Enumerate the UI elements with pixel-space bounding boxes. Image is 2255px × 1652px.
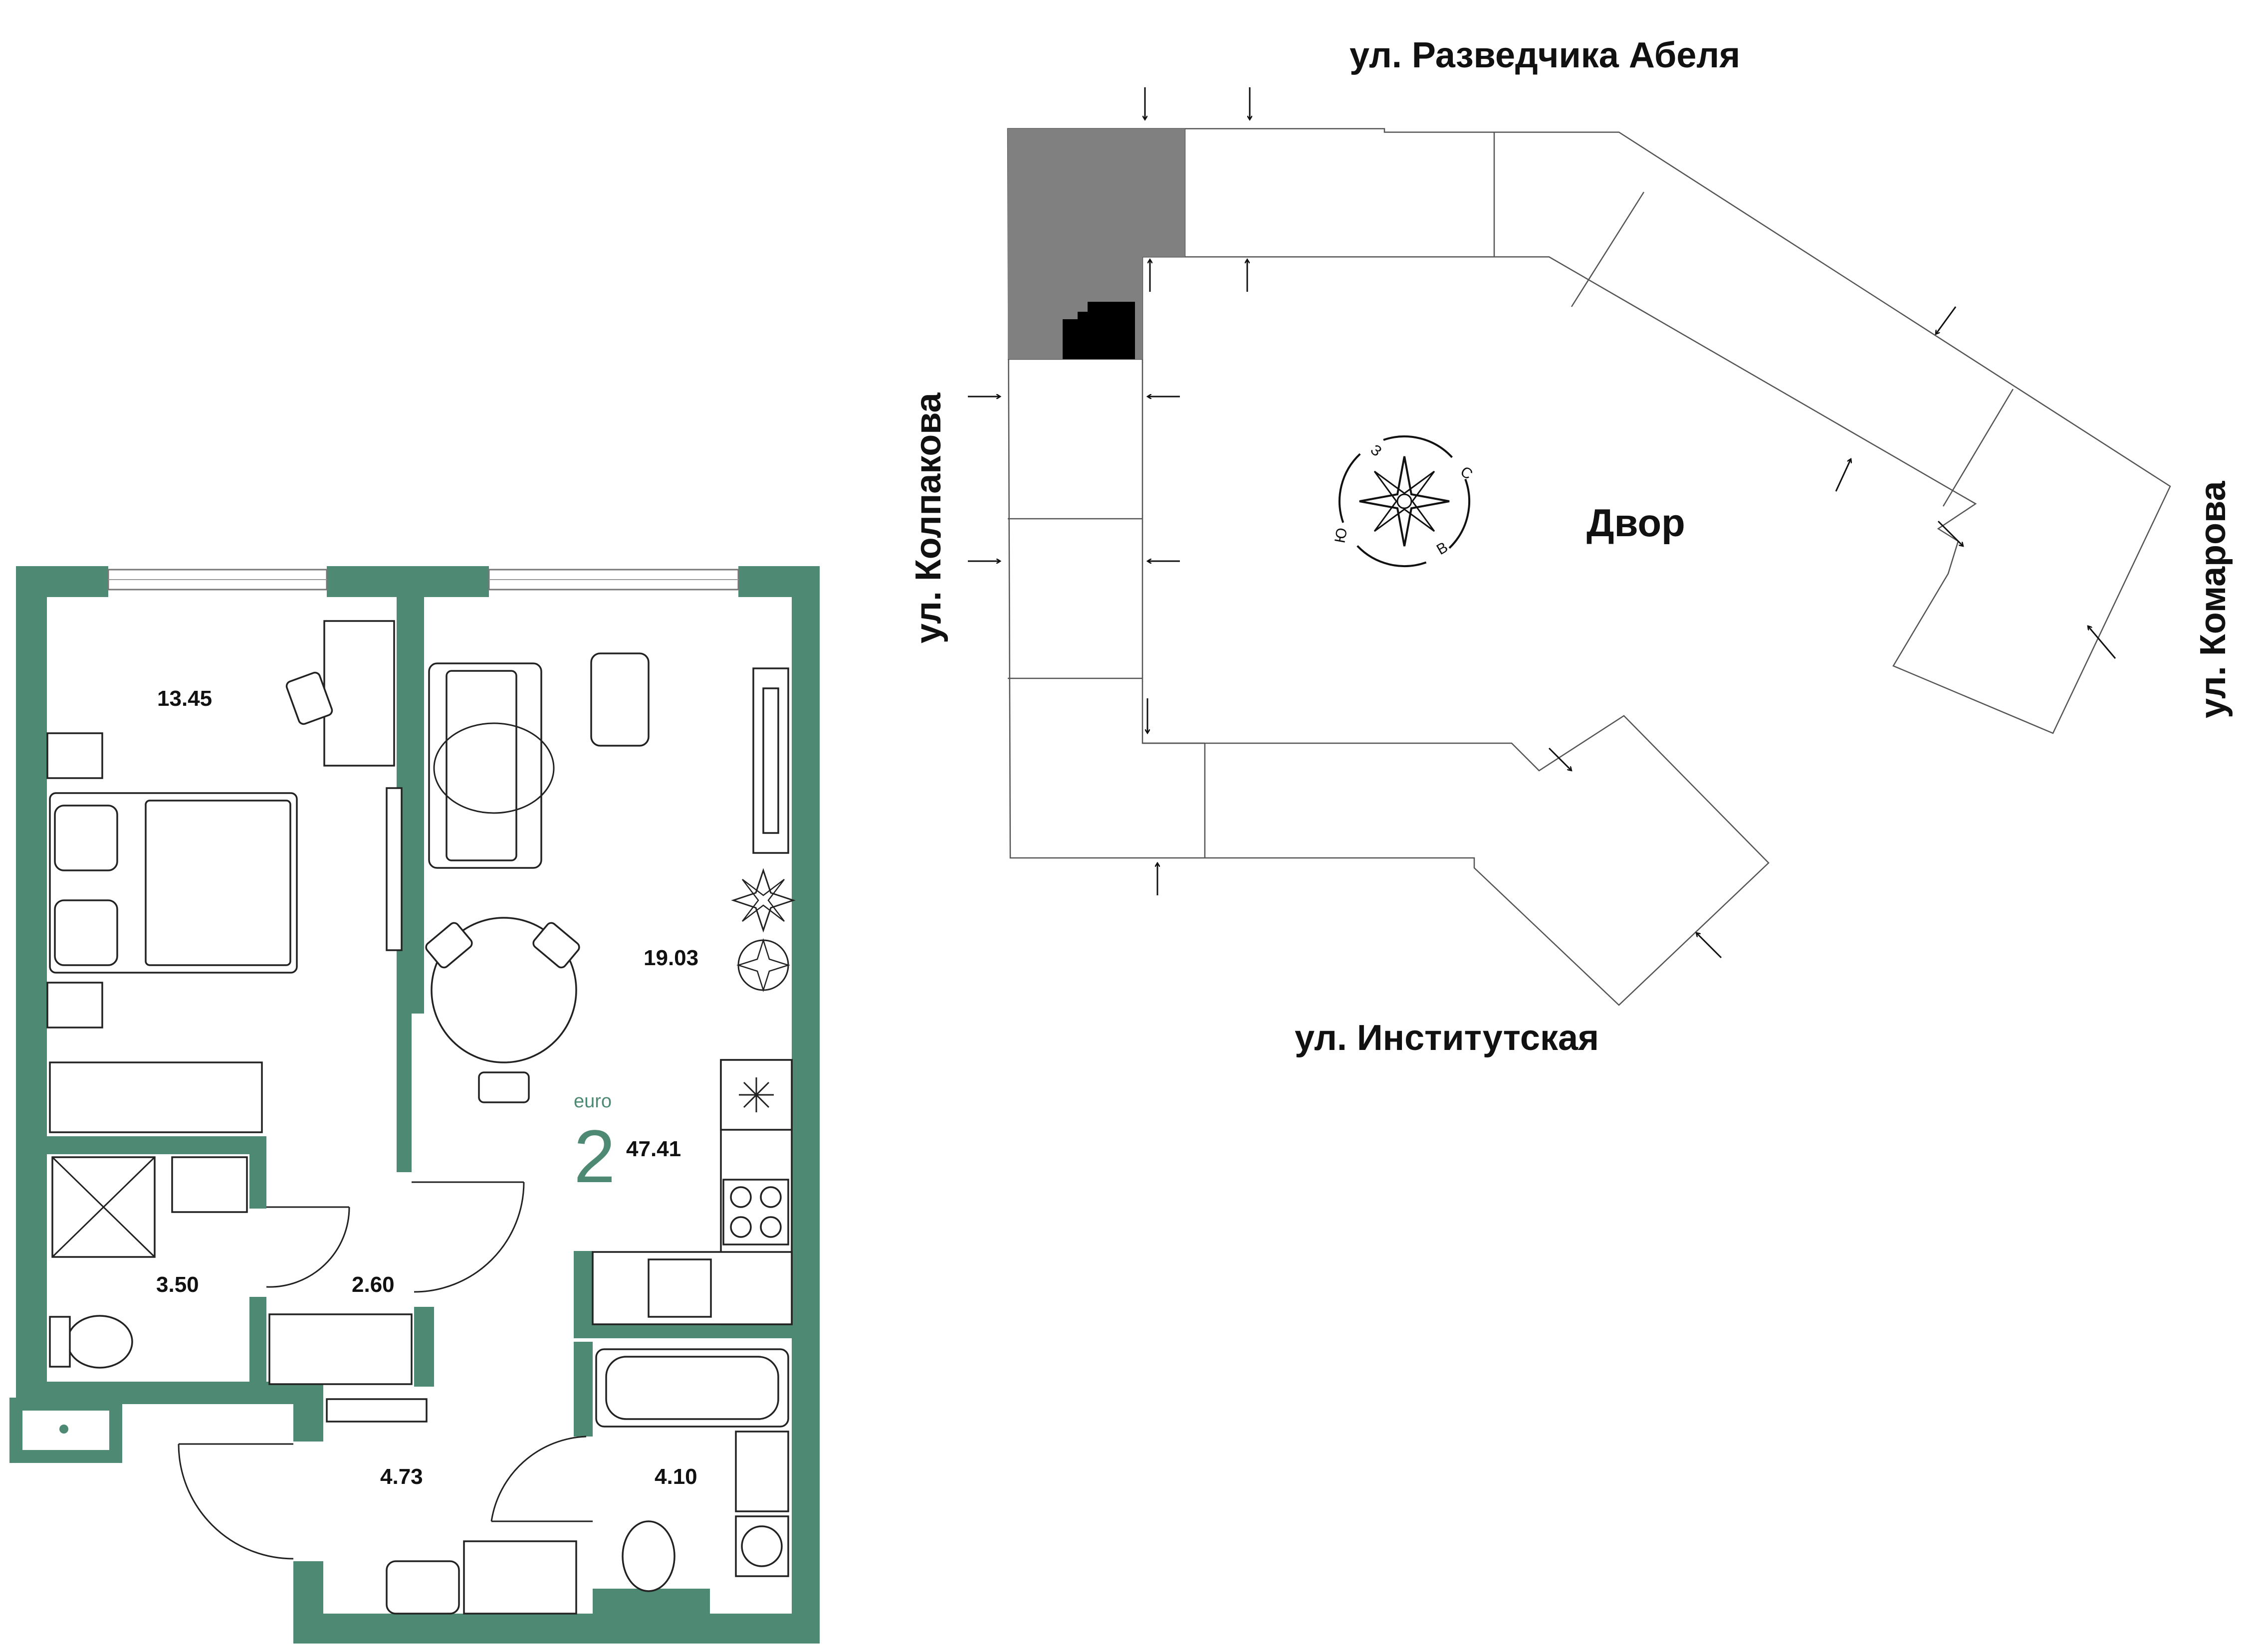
- room-area-bedroom: 13.45: [157, 686, 212, 711]
- bath-washbasin: [735, 1431, 789, 1512]
- building-outline: [1007, 128, 2171, 1006]
- plant-icon: [736, 938, 791, 993]
- door-living: [414, 1182, 525, 1293]
- room-area-wardrobe: 2.60: [352, 1272, 395, 1297]
- wall-bath-left: [574, 1342, 593, 1437]
- courtyard-label: Двор: [1586, 501, 1685, 545]
- wall-bath-bottom-left: [593, 1589, 608, 1616]
- stove: [722, 1179, 789, 1245]
- desk: [323, 620, 395, 767]
- wall-shower-right-low: [249, 1297, 266, 1404]
- wall-wardrobe-right: [414, 1307, 434, 1387]
- coffee-table: [590, 652, 650, 747]
- hall-rack: [463, 1540, 577, 1615]
- door-entrance: [178, 1444, 294, 1560]
- nightstand: [46, 732, 103, 779]
- wall-shower-right: [249, 1136, 266, 1209]
- wall-kitchen-left: [574, 1251, 593, 1321]
- furniture: [46, 620, 796, 1615]
- apartment-total-area: 47.41: [626, 1137, 681, 1161]
- street-bottom: ул. Институтская: [1295, 1018, 1599, 1058]
- room-area-hall: 4.73: [380, 1464, 423, 1489]
- room-area-bathroom: 4.10: [655, 1464, 697, 1489]
- plant-icon: [731, 868, 796, 933]
- pillow: [54, 899, 118, 966]
- compass-east: В: [1434, 539, 1451, 558]
- compass-west: З: [1367, 441, 1385, 460]
- wall-bottom: [293, 1614, 820, 1644]
- nightstand: [46, 982, 103, 1029]
- tv: [386, 787, 403, 951]
- bath-toilet: [622, 1520, 676, 1592]
- wardrobe-rack: [268, 1313, 413, 1385]
- selected-section: [1008, 129, 1185, 359]
- wall-hall-left: [293, 1382, 323, 1442]
- washbasin: [171, 1156, 248, 1213]
- compass-north: С: [1457, 463, 1476, 483]
- apartment-plan: 13.45 19.03 3.50 2.60 4.73 4.10 euro 2 4…: [9, 566, 820, 1644]
- doors: [178, 1181, 593, 1560]
- site-plan: С В Ю З Двор ул. Разведчика Абеля ул. Ин…: [908, 35, 2233, 1058]
- door-bathroom: [490, 1436, 587, 1522]
- dining-chair: [478, 1071, 530, 1103]
- kitchen-sink: [648, 1258, 712, 1318]
- windows: [107, 569, 739, 591]
- street-right: ул. Комарова: [2193, 481, 2233, 718]
- apartment-rooms-number: 2: [574, 1114, 615, 1198]
- hall-pouf: [386, 1560, 460, 1615]
- street-left: ул. Колпакова: [908, 392, 948, 643]
- pillow: [54, 805, 118, 871]
- door-shower: [266, 1207, 350, 1288]
- selected-apartment-marker: [1063, 302, 1135, 359]
- desk-chair: [285, 671, 333, 725]
- radiator: [326, 1398, 428, 1423]
- compass-rose-icon: С В Ю З: [1332, 435, 1476, 567]
- room-area-living-kitchen: 19.03: [644, 946, 698, 970]
- wall-bed-living-low: [397, 1008, 412, 1172]
- shaft-dot: [59, 1425, 68, 1434]
- wall-right: [792, 566, 820, 1644]
- dining-chair: [425, 922, 473, 969]
- shaft-block: [9, 1398, 122, 1463]
- bedroom-radiator: [49, 1061, 263, 1133]
- compass-south: Ю: [1332, 527, 1351, 545]
- street-top: ул. Разведчика Абеля: [1350, 35, 1740, 75]
- snowflake-icon: [739, 1077, 774, 1112]
- wall-entrance-bottom: [293, 1561, 323, 1644]
- dining-chair: [532, 922, 580, 969]
- wall-left: [16, 566, 47, 1389]
- room-area-shower: 3.50: [156, 1272, 199, 1297]
- entrance-arrow-icon: [968, 87, 2116, 959]
- dining-table: [431, 917, 577, 1063]
- wall-shower-top: [47, 1136, 266, 1154]
- toilet: [66, 1315, 133, 1369]
- wall-top-middle: [327, 566, 489, 597]
- apartment-type-label: euro: [574, 1091, 612, 1112]
- people-on-sofa: [433, 722, 555, 814]
